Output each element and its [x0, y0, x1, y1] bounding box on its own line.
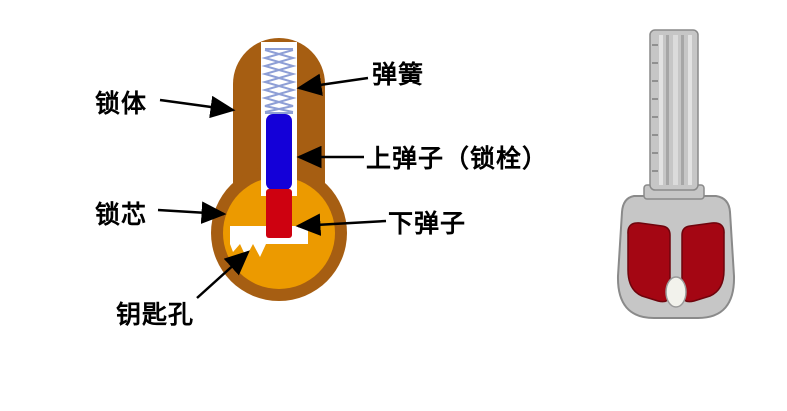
- arrow-lower-pin: [295, 213, 387, 236]
- key-grip-left-shape: [627, 222, 671, 303]
- key-graphic: [616, 29, 736, 319]
- label-lower-pin: 下弹子: [388, 210, 467, 238]
- arrow-lock-body: [159, 95, 236, 119]
- upper-pin-shape: [266, 114, 292, 190]
- key-hole-shape: [665, 276, 687, 308]
- label-upper-pin: 上弹子（锁栓）: [366, 145, 549, 173]
- arrow-spring: [296, 73, 369, 96]
- label-keyhole: 钥匙孔: [116, 301, 195, 329]
- lower-pin-shape: [266, 189, 292, 238]
- key-blade-grooves: [652, 35, 692, 185]
- key-grip-right-shape: [681, 222, 725, 303]
- label-lock-core: 锁芯: [95, 201, 148, 229]
- label-spring: 弹簧: [372, 61, 425, 89]
- pointer-arrows: [157, 73, 387, 299]
- label-lock-body: 锁体: [95, 90, 148, 118]
- arrow-keyhole: [196, 250, 250, 299]
- lock-shape-group: [211, 38, 347, 301]
- spring-graphic: [261, 48, 297, 114]
- arrow-lock-core: [157, 201, 227, 224]
